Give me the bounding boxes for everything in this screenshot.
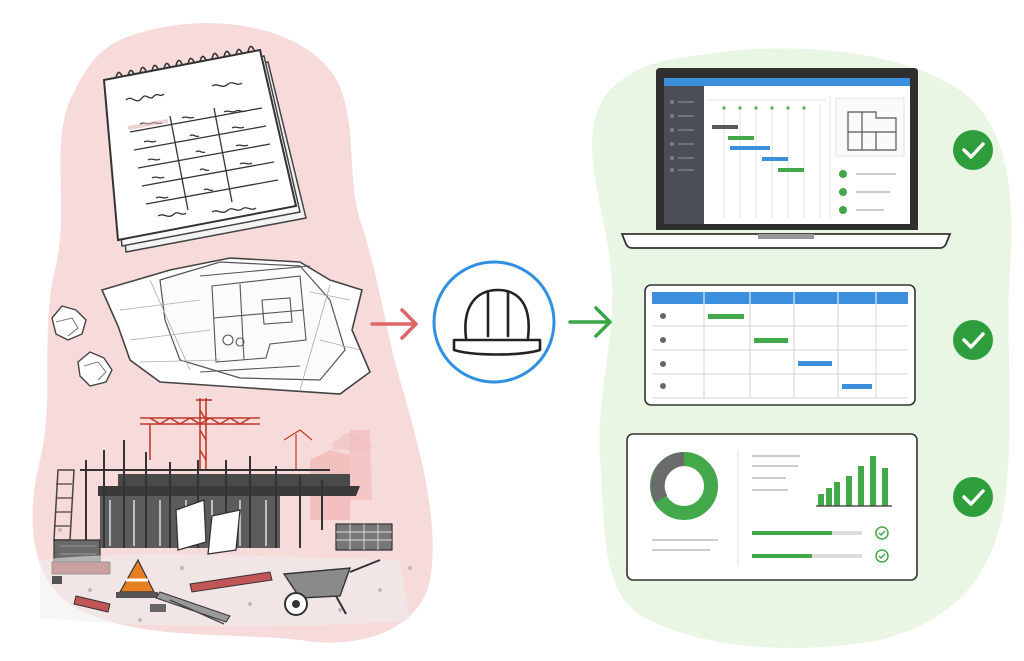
hard-hat-circle <box>432 260 556 384</box>
construction-site <box>40 398 412 627</box>
outgoing-arrow <box>568 306 612 338</box>
schedule-table <box>644 284 916 406</box>
check-circle-icon <box>953 130 993 170</box>
check-circle-icon <box>953 320 993 360</box>
donut-chart <box>650 452 718 520</box>
bar-chart <box>818 456 888 506</box>
check-circle-icon <box>953 477 993 517</box>
spiral-notebook <box>102 45 307 253</box>
laptop-gantt-dashboard <box>620 68 952 249</box>
hard-hat-icon <box>452 288 542 356</box>
analytics-dashboard <box>626 433 918 581</box>
incoming-arrow <box>370 308 418 340</box>
wheelbarrow <box>282 559 381 616</box>
crumpled-blueprint <box>51 257 371 395</box>
